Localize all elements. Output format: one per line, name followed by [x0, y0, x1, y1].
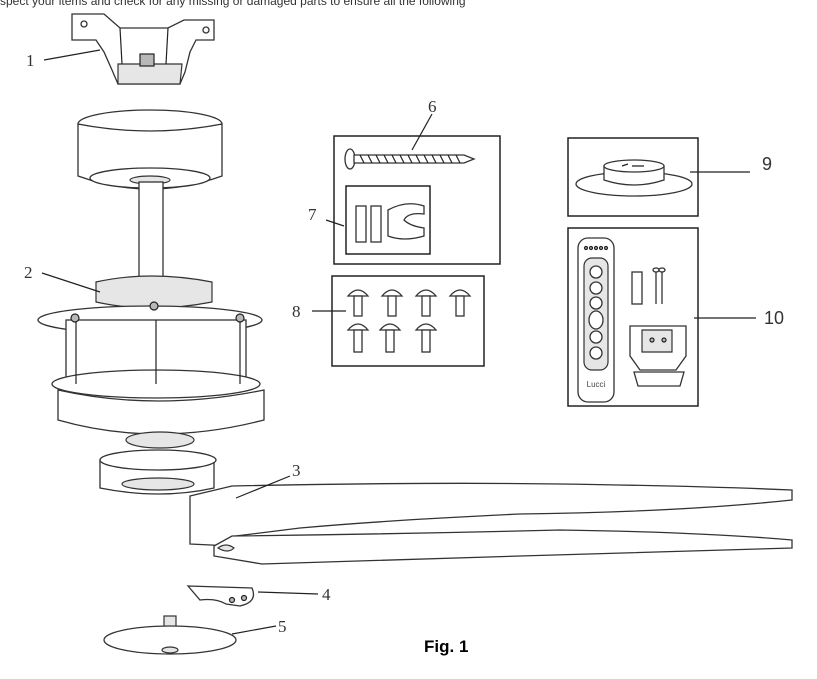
remote-indicator-dots — [583, 245, 609, 251]
part-label-6: 6 — [428, 97, 437, 116]
fan-blade-part — [189, 482, 793, 565]
long-screw-part — [344, 148, 476, 170]
bolt-set-part — [346, 289, 472, 353]
blade-clip-part — [186, 585, 255, 607]
part-label-9: 9 — [762, 154, 772, 174]
leader-line-1 — [43, 49, 101, 61]
part-label-2: 2 — [24, 263, 33, 282]
motor-housing-part — [37, 275, 265, 495]
leader-line-7 — [325, 219, 345, 227]
canopy-part — [77, 109, 223, 190]
part-label-10: 10 — [764, 308, 784, 328]
part-label-4: 4 — [322, 585, 331, 604]
header-text: spect your items and check for any missi… — [0, 0, 466, 8]
leader-line-5 — [231, 625, 277, 635]
leader-line-2 — [41, 272, 101, 293]
remote-brand: Lucci — [587, 380, 606, 389]
part-label-8: 8 — [292, 302, 301, 321]
part-label-3: 3 — [292, 461, 301, 480]
mounting-bracket-part — [71, 13, 215, 85]
figure-caption: Fig. 1 — [424, 637, 468, 656]
part-label-7: 7 — [308, 205, 317, 224]
part-label-5: 5 — [278, 617, 287, 636]
battery-screw-part — [631, 267, 666, 305]
leader-line-4 — [257, 591, 319, 595]
leader-line-6 — [411, 113, 433, 151]
remote-control-part: Lucci — [577, 237, 615, 403]
mounting-cap-part — [575, 159, 693, 197]
downrod-part — [138, 181, 164, 283]
cover-plate-part — [103, 615, 237, 655]
washer-set-part — [355, 203, 425, 243]
part-label-1: 1 — [26, 51, 35, 70]
remote-holder-part — [629, 325, 687, 387]
leader-line-3 — [235, 475, 291, 499]
